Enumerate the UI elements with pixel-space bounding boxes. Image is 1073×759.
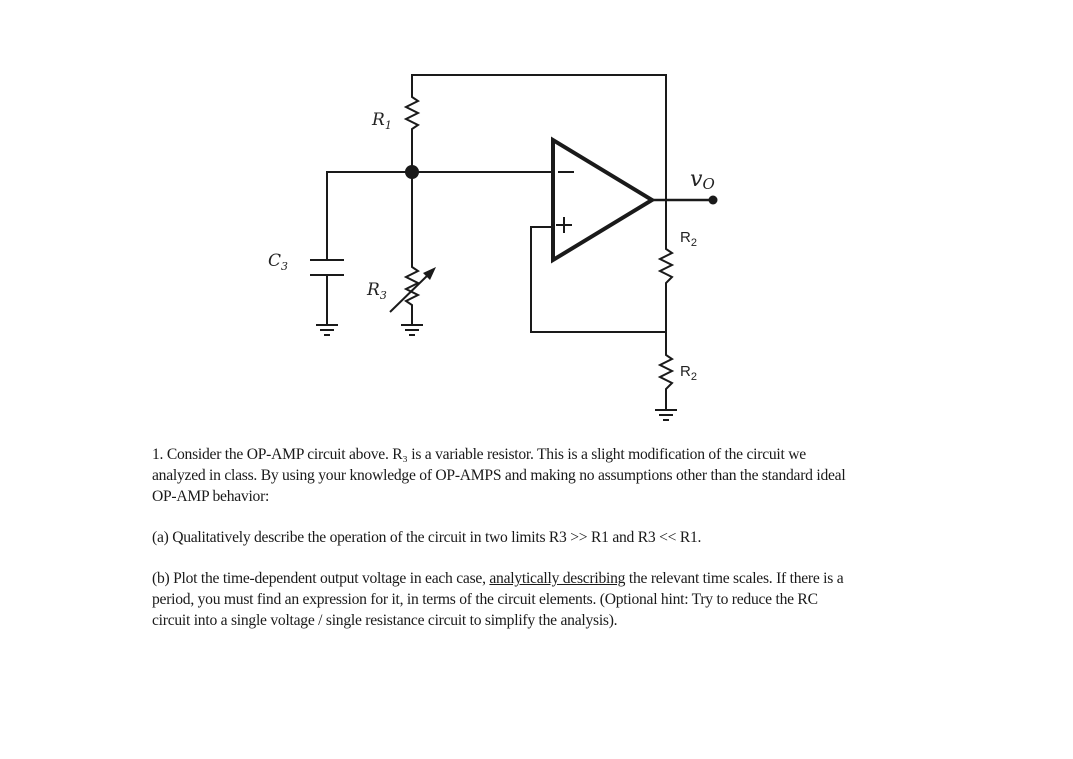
resistor-r2-bottom (657, 332, 675, 410)
junction-node (405, 165, 419, 179)
label-r1: R1 (371, 110, 392, 132)
wire-top-feedback (411, 74, 667, 247)
ground-icon (316, 324, 338, 336)
part-b-text: (b) Plot the time-dependent output volta… (152, 568, 852, 631)
variable-resistor-arrow (389, 272, 431, 313)
problem-part-b: (b) Plot the time-dependent output volta… (152, 568, 852, 631)
part-b-suffix: the relevant time scales. If there is a … (152, 570, 844, 629)
op-amp-symbol (551, 136, 656, 264)
label-r2-top: R2 (680, 229, 697, 249)
problem-part-a: (a) Qualitatively describe the operation… (152, 527, 852, 548)
wire-inverting-node (326, 171, 553, 260)
plus-sign (556, 217, 572, 233)
label-r3: R3 (366, 280, 387, 302)
problem-intro-text: 1. Consider the OP-AMP circuit above. R₃… (152, 446, 846, 505)
output-terminal (708, 195, 718, 205)
resistor-r2-top (657, 247, 675, 332)
label-c3: C3 (268, 251, 288, 273)
part-a-text: (a) Qualitatively describe the operation… (152, 529, 702, 546)
ground-icon (401, 324, 423, 336)
wire-noninverting-feedback (530, 226, 666, 333)
label-r2-bottom: R2 (680, 363, 697, 383)
part-b-prefix: (b) Plot the time-dependent output volta… (152, 570, 490, 587)
resistor-r1 (403, 93, 421, 172)
resistor-r3 (403, 172, 421, 325)
op-amp-circuit-diagram: R1 C3 R3 vO R2 R2 (268, 74, 718, 421)
part-b-underlined: analytically describing (489, 570, 626, 587)
problem-intro: 1. Consider the OP-AMP circuit above. R₃… (152, 444, 852, 507)
arrow-head-icon (423, 267, 436, 280)
label-vo: vO (690, 167, 715, 193)
ground-icon (655, 409, 677, 421)
